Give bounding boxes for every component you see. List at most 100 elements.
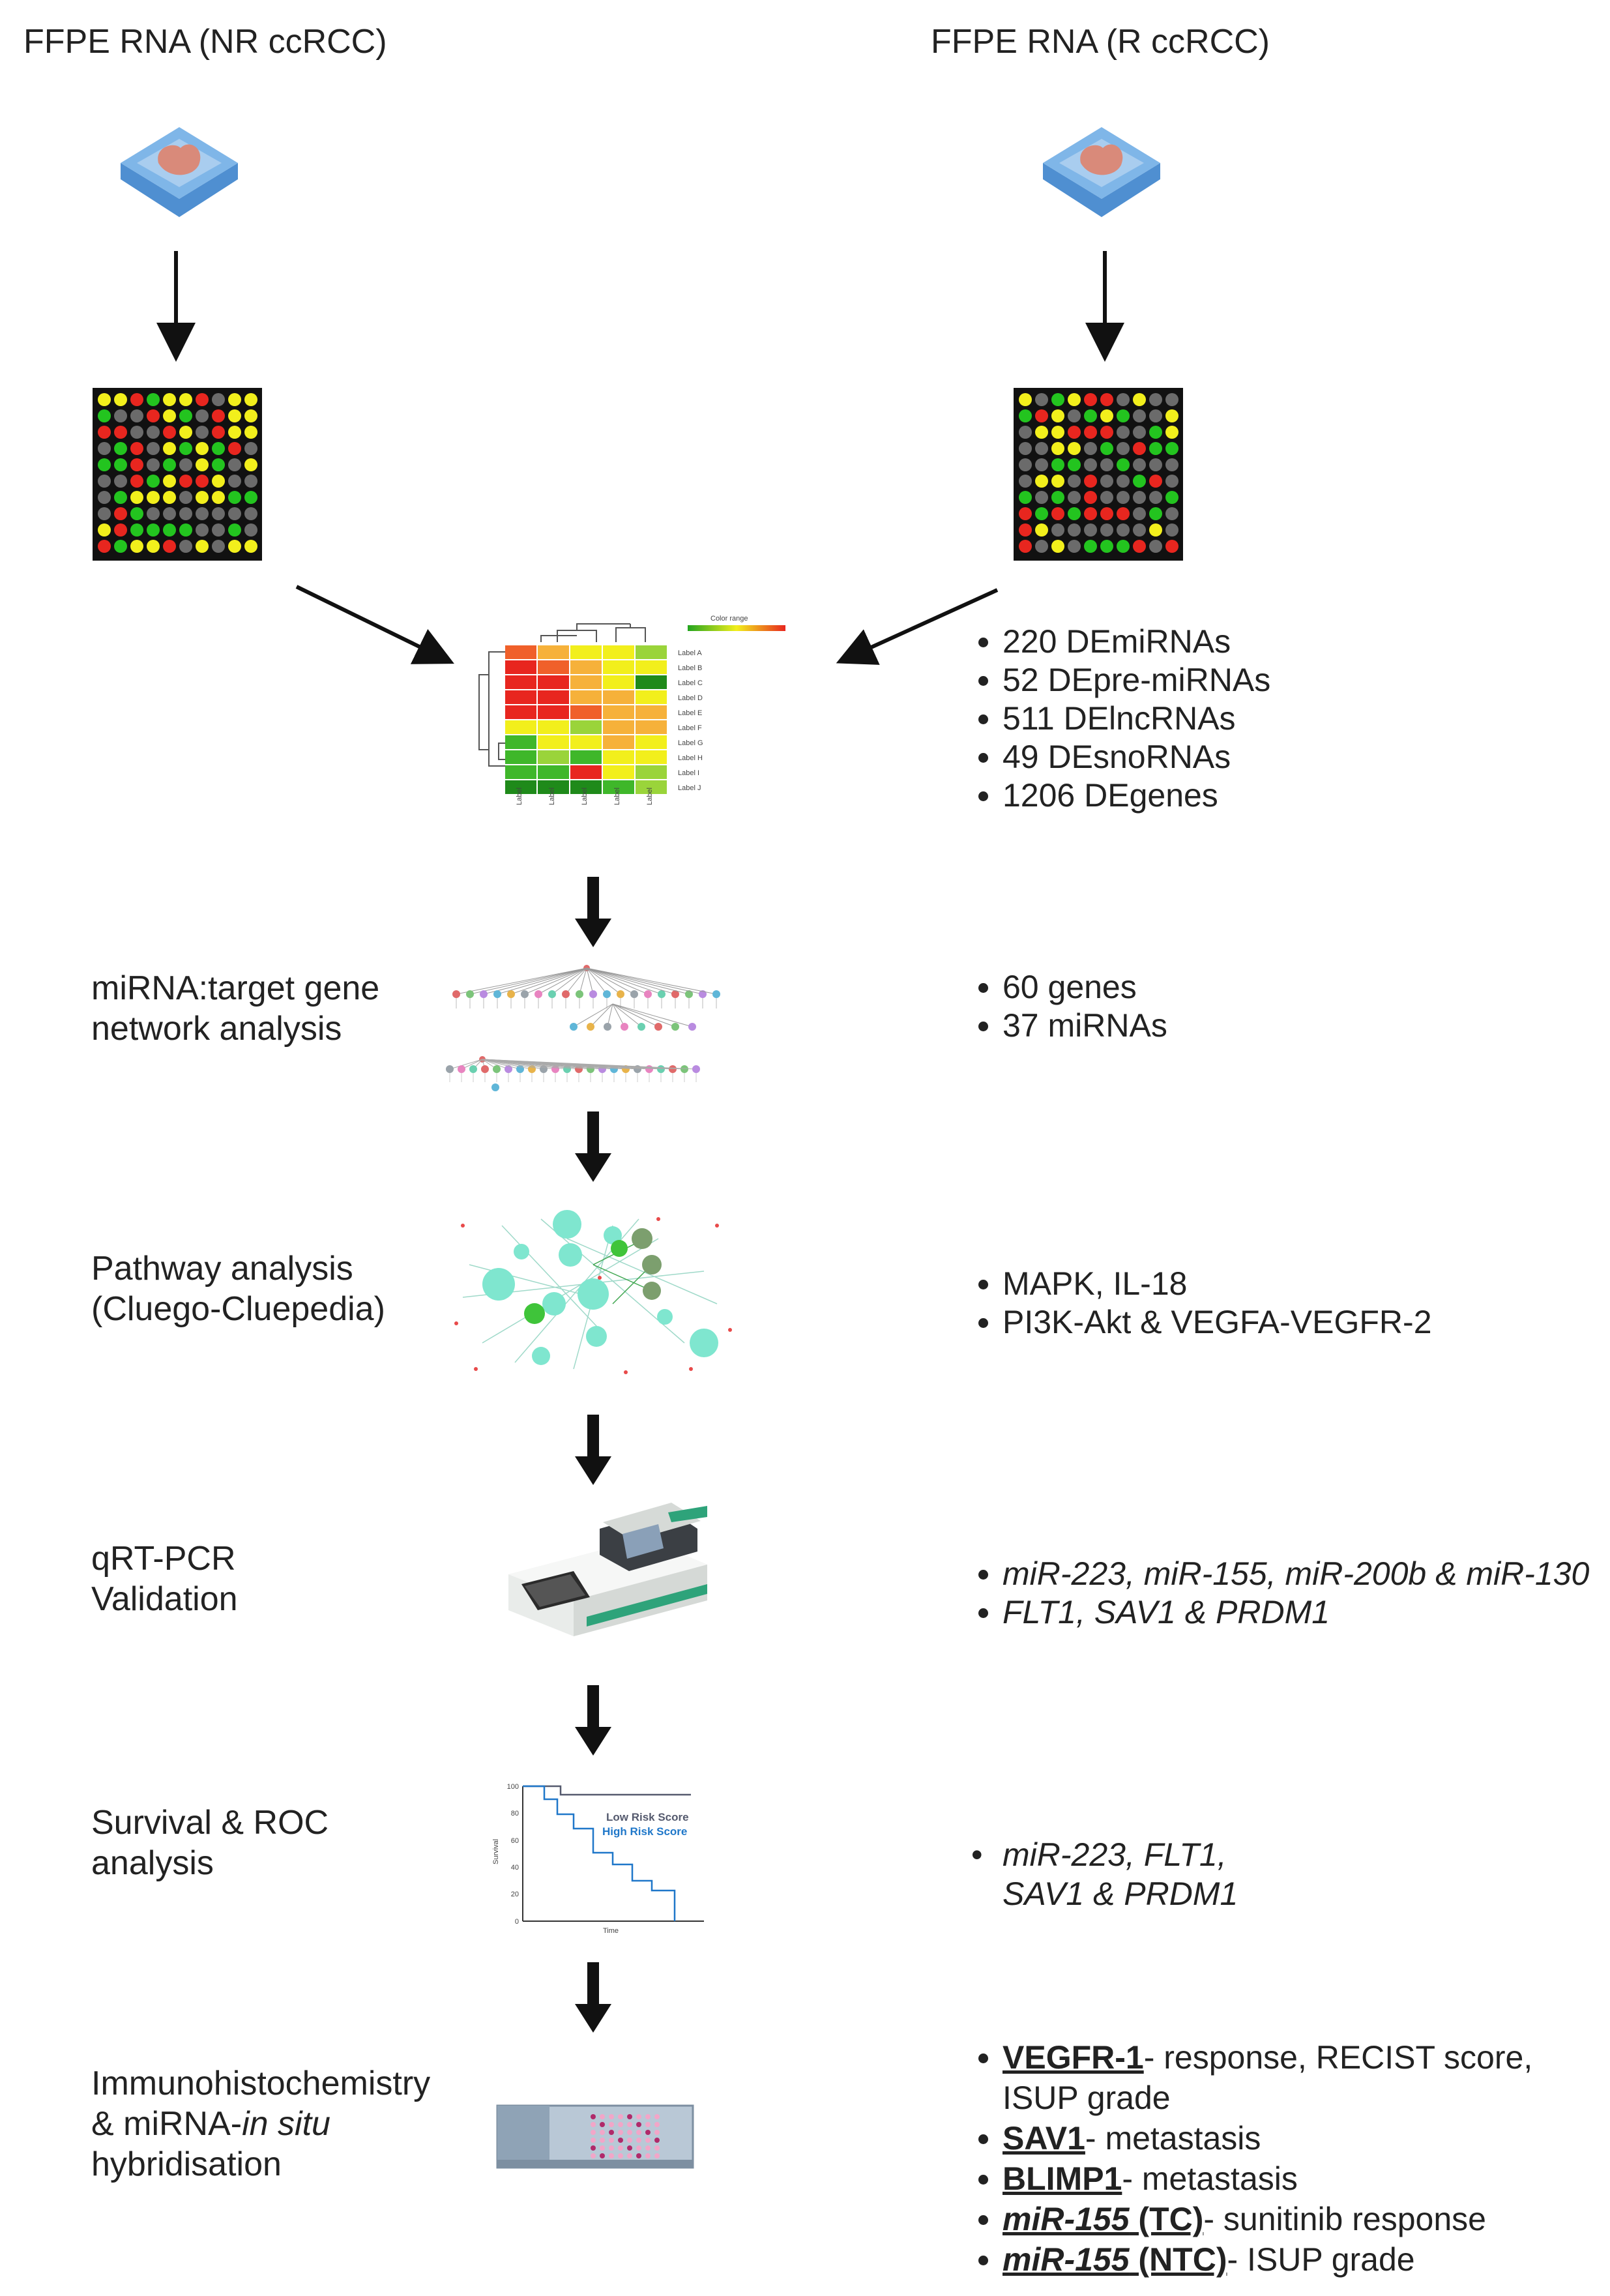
array-spot bbox=[1165, 491, 1178, 504]
array-spot bbox=[244, 475, 257, 488]
heatmap-cell bbox=[538, 675, 569, 689]
y-axis-label: Survival bbox=[492, 1839, 500, 1864]
heatmap-row-label: Label H bbox=[678, 754, 703, 762]
array-spot bbox=[1051, 409, 1064, 422]
array-spot bbox=[1084, 409, 1097, 422]
array-spot bbox=[1051, 507, 1064, 520]
array-spot bbox=[212, 475, 225, 488]
array-spot bbox=[1019, 442, 1032, 455]
array-spot bbox=[1133, 393, 1146, 406]
slide-spot bbox=[600, 2145, 605, 2151]
array-spot bbox=[114, 393, 127, 406]
array-spot bbox=[1035, 458, 1048, 471]
ihc-key: VEGFR-1 bbox=[1003, 2039, 1144, 2076]
heatmap-row-label: Label F bbox=[678, 724, 702, 732]
heatmap-cell bbox=[636, 720, 667, 734]
heatmap-cell bbox=[603, 675, 634, 689]
array-spot bbox=[212, 458, 225, 471]
network-node bbox=[466, 990, 474, 998]
array-spot bbox=[1165, 475, 1178, 488]
network-node bbox=[617, 990, 624, 998]
array-spot bbox=[1133, 442, 1146, 455]
array-spot bbox=[212, 491, 225, 504]
array-spot bbox=[228, 458, 241, 471]
network-node bbox=[446, 1065, 454, 1073]
array-spot bbox=[1149, 540, 1162, 553]
de-result-item: 511 DElncRNAs bbox=[1003, 699, 1270, 738]
ihc-key-suffix: (TC) bbox=[1129, 2201, 1204, 2237]
ihc-result-item: miR-155 (NTC)- ISUP grade bbox=[1003, 2239, 1532, 2280]
array-spot bbox=[163, 540, 176, 553]
slide-spot bbox=[618, 2114, 623, 2119]
microscope-slide-icon bbox=[496, 2104, 694, 2169]
array-spot bbox=[1068, 442, 1081, 455]
network-result-item: 37 miRNAs bbox=[1003, 1007, 1167, 1045]
array-spot bbox=[1019, 409, 1032, 422]
network-node bbox=[505, 1065, 512, 1073]
step-label-pathway: Pathway analysis (Cluego-Cluepedia) bbox=[91, 1250, 385, 1328]
array-spot bbox=[1019, 458, 1032, 471]
de-result-item: 52 DEpre-miRNAs bbox=[1003, 661, 1270, 699]
array-spot bbox=[228, 409, 241, 422]
array-spot bbox=[244, 393, 257, 406]
ihc-label-line: Immunohistochemistry bbox=[91, 2065, 431, 2102]
heatmap-cell bbox=[603, 765, 634, 779]
slide-spot bbox=[591, 2153, 596, 2158]
network-node bbox=[669, 1065, 677, 1073]
heatmap-cell bbox=[636, 690, 667, 704]
array-spot bbox=[1100, 458, 1113, 471]
network-node bbox=[458, 1065, 465, 1073]
array-spot bbox=[228, 426, 241, 439]
legend-high-risk: High Risk Score bbox=[602, 1825, 687, 1838]
ihc-result-item: BLIMP1- metastasis bbox=[1003, 2158, 1532, 2199]
network-node bbox=[637, 1023, 645, 1031]
array-spot bbox=[212, 393, 225, 406]
array-spot bbox=[1149, 442, 1162, 455]
array-spot bbox=[1149, 409, 1162, 422]
array-spot bbox=[196, 491, 209, 504]
de-result-item: 220 DEmiRNAs bbox=[1003, 623, 1270, 661]
array-spot bbox=[228, 442, 241, 455]
array-spot bbox=[1100, 523, 1113, 537]
network-node bbox=[671, 1023, 679, 1031]
array-spot bbox=[1100, 426, 1113, 439]
array-spot bbox=[163, 507, 176, 520]
slide-spot bbox=[654, 2122, 660, 2127]
array-spot bbox=[1068, 491, 1081, 504]
heatmap-cell bbox=[505, 645, 536, 659]
array-spot bbox=[179, 409, 192, 422]
array-spot bbox=[228, 491, 241, 504]
array-spot bbox=[228, 475, 241, 488]
array-spot bbox=[212, 409, 225, 422]
ihc-results-list: VEGFR-1- response, RECIST score,ISUP gra… bbox=[971, 2037, 1532, 2280]
array-spot bbox=[1133, 475, 1146, 488]
array-spot bbox=[1051, 540, 1064, 553]
network-node bbox=[481, 1065, 489, 1073]
step-arrow-3 bbox=[575, 1415, 611, 1485]
array-spot bbox=[163, 458, 176, 471]
step-arrow-4 bbox=[575, 1685, 611, 1756]
ihc-key: BLIMP1 bbox=[1003, 2160, 1122, 2197]
array-spot bbox=[1084, 523, 1097, 537]
array-spot bbox=[163, 475, 176, 488]
slide-spot bbox=[627, 2138, 632, 2143]
pathway-network-graphic bbox=[454, 1210, 732, 1374]
network-node bbox=[493, 990, 501, 998]
array-spot bbox=[1100, 442, 1113, 455]
ihc-text: - metastasis bbox=[1085, 2120, 1261, 2156]
array-spot bbox=[1133, 491, 1146, 504]
array-spot bbox=[1100, 409, 1113, 422]
slide-spot bbox=[645, 2114, 651, 2119]
heatmap-row-label: Label C bbox=[678, 679, 703, 687]
slide-spot bbox=[654, 2145, 660, 2151]
array-spot bbox=[196, 409, 209, 422]
array-spot bbox=[1149, 475, 1162, 488]
array-spot bbox=[1165, 507, 1178, 520]
array-spot bbox=[1084, 540, 1097, 553]
heatmap-col-label: Label bbox=[613, 787, 621, 805]
array-spot bbox=[147, 491, 160, 504]
array-spot bbox=[1117, 507, 1130, 520]
slide-spot bbox=[609, 2122, 614, 2127]
array-spot bbox=[1035, 475, 1048, 488]
ffpe-block-icon-left bbox=[121, 127, 238, 217]
